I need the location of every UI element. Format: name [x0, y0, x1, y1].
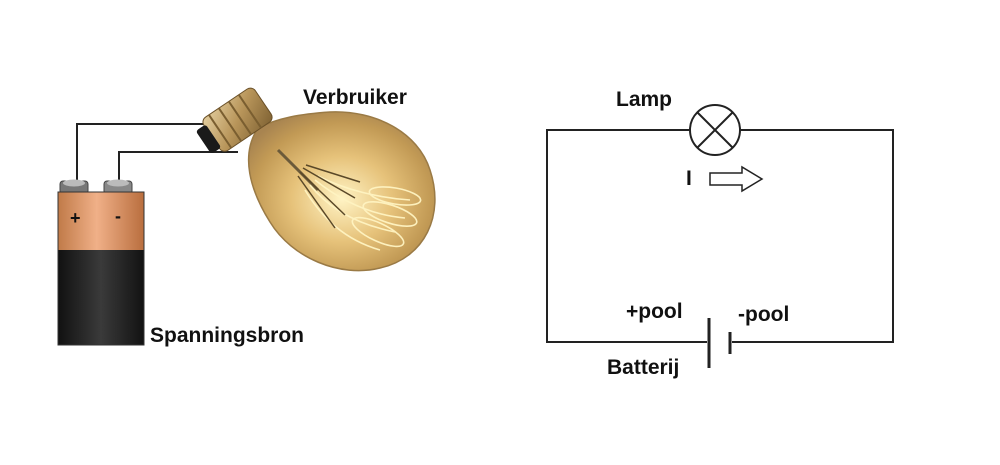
consumer-label: Verbruiker	[303, 86, 407, 109]
battery-minus-sign: -	[115, 206, 121, 226]
battery-plus-sign: +	[70, 208, 81, 228]
source-label: Spanningsbron	[150, 324, 304, 347]
wire-minus	[118, 151, 238, 182]
circuit-schematic	[546, 104, 894, 368]
battery-9v	[57, 179, 145, 346]
current-arrow	[709, 165, 764, 193]
battery-symbol	[707, 318, 732, 368]
circuit-wire-right	[732, 129, 894, 343]
bulb-screw-base	[196, 87, 273, 154]
current-label: I	[686, 167, 692, 190]
battery-bulb-illustration	[57, 87, 436, 346]
plus-pole-label: +pool	[626, 300, 683, 323]
minus-pole-label: -pool	[738, 303, 790, 326]
circuit-wire-left	[546, 129, 707, 343]
light-bulb	[196, 87, 436, 272]
lamp-label: Lamp	[616, 88, 673, 111]
wire-plus	[76, 123, 210, 182]
battery-label: Batterij	[607, 356, 680, 379]
lamp-symbol	[689, 104, 741, 156]
